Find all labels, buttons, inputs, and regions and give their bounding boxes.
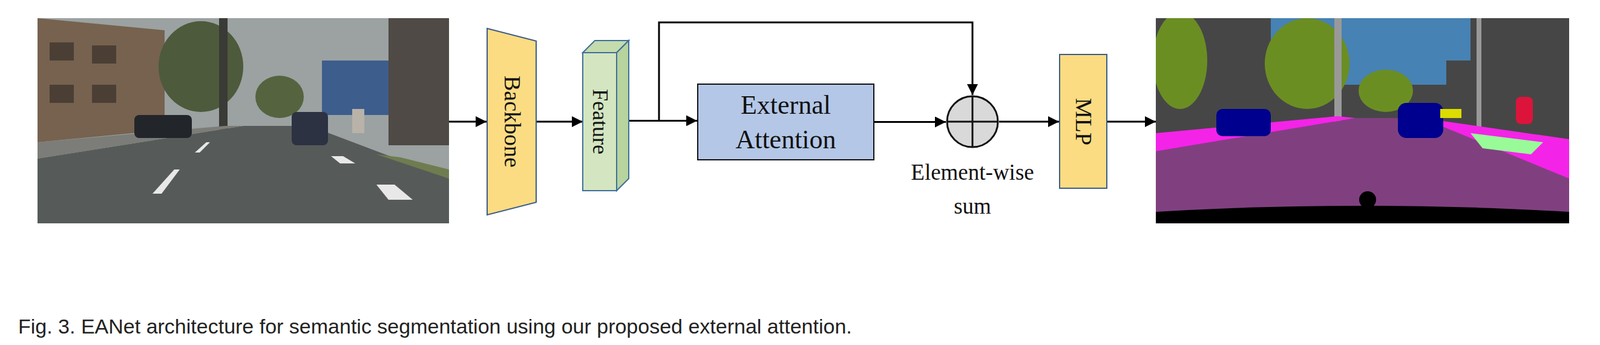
person-class [1515,96,1533,125]
segmentation-output [1152,12,1570,224]
sum-label: Element-wise sum [902,155,1043,223]
pole-class [1476,18,1482,128]
sum-circle: Element-wise sum [945,95,1000,149]
lane-mark [152,169,180,194]
lane-mark [194,142,210,153]
block-label: Backbone [499,75,525,168]
cube-side [616,40,629,191]
pole [219,18,228,134]
input-image [37,18,450,224]
attention-box: External Attention [697,83,875,161]
road [37,125,450,224]
block-label: MLP [1070,97,1096,145]
window [49,42,74,61]
input-arrow [449,121,487,123]
box-shape [697,84,874,160]
plus-bar [971,96,974,148]
sum-circle-outline [945,95,1000,149]
lane-mark [331,156,356,164]
sign-class [1440,108,1462,119]
output-arrow [1107,121,1156,123]
sky [37,18,450,224]
window [49,84,74,103]
car [291,111,328,146]
ego-vehicle-class [1155,205,1570,224]
pole-class [1334,18,1342,134]
pedestrian [352,108,365,134]
figure-caption: Fig. 3. EANet architecture for semantic … [18,314,853,339]
box-shape [1059,54,1107,189]
car-class [1216,108,1271,137]
car [134,114,192,138]
flow-arrow [874,121,946,123]
block-label: Feature [587,88,612,155]
flow-arrow [536,121,583,123]
cube-front [582,52,617,191]
feature-block: Feature [582,40,629,191]
flow-arrow [999,121,1060,123]
grass [376,154,450,179]
car-class [1397,102,1444,138]
trapezoid-shape [487,28,537,215]
building-class [1446,60,1501,115]
backbone-block: Backbone [486,27,537,216]
ego-vehicle-class [1359,191,1377,209]
block-label: External Attention [701,87,870,157]
window [91,45,117,64]
tree [158,21,244,112]
mlp-block: MLP [1059,53,1108,189]
building-class [1155,18,1570,224]
building [388,18,450,146]
storefront [321,60,389,115]
terrain-class [1470,133,1544,155]
sidewalk-class [1422,118,1570,179]
sum-circle-shape [947,96,998,148]
tree [255,75,304,119]
vegetation-class [1152,12,1208,109]
lane-mark [376,184,413,200]
window [91,84,117,103]
